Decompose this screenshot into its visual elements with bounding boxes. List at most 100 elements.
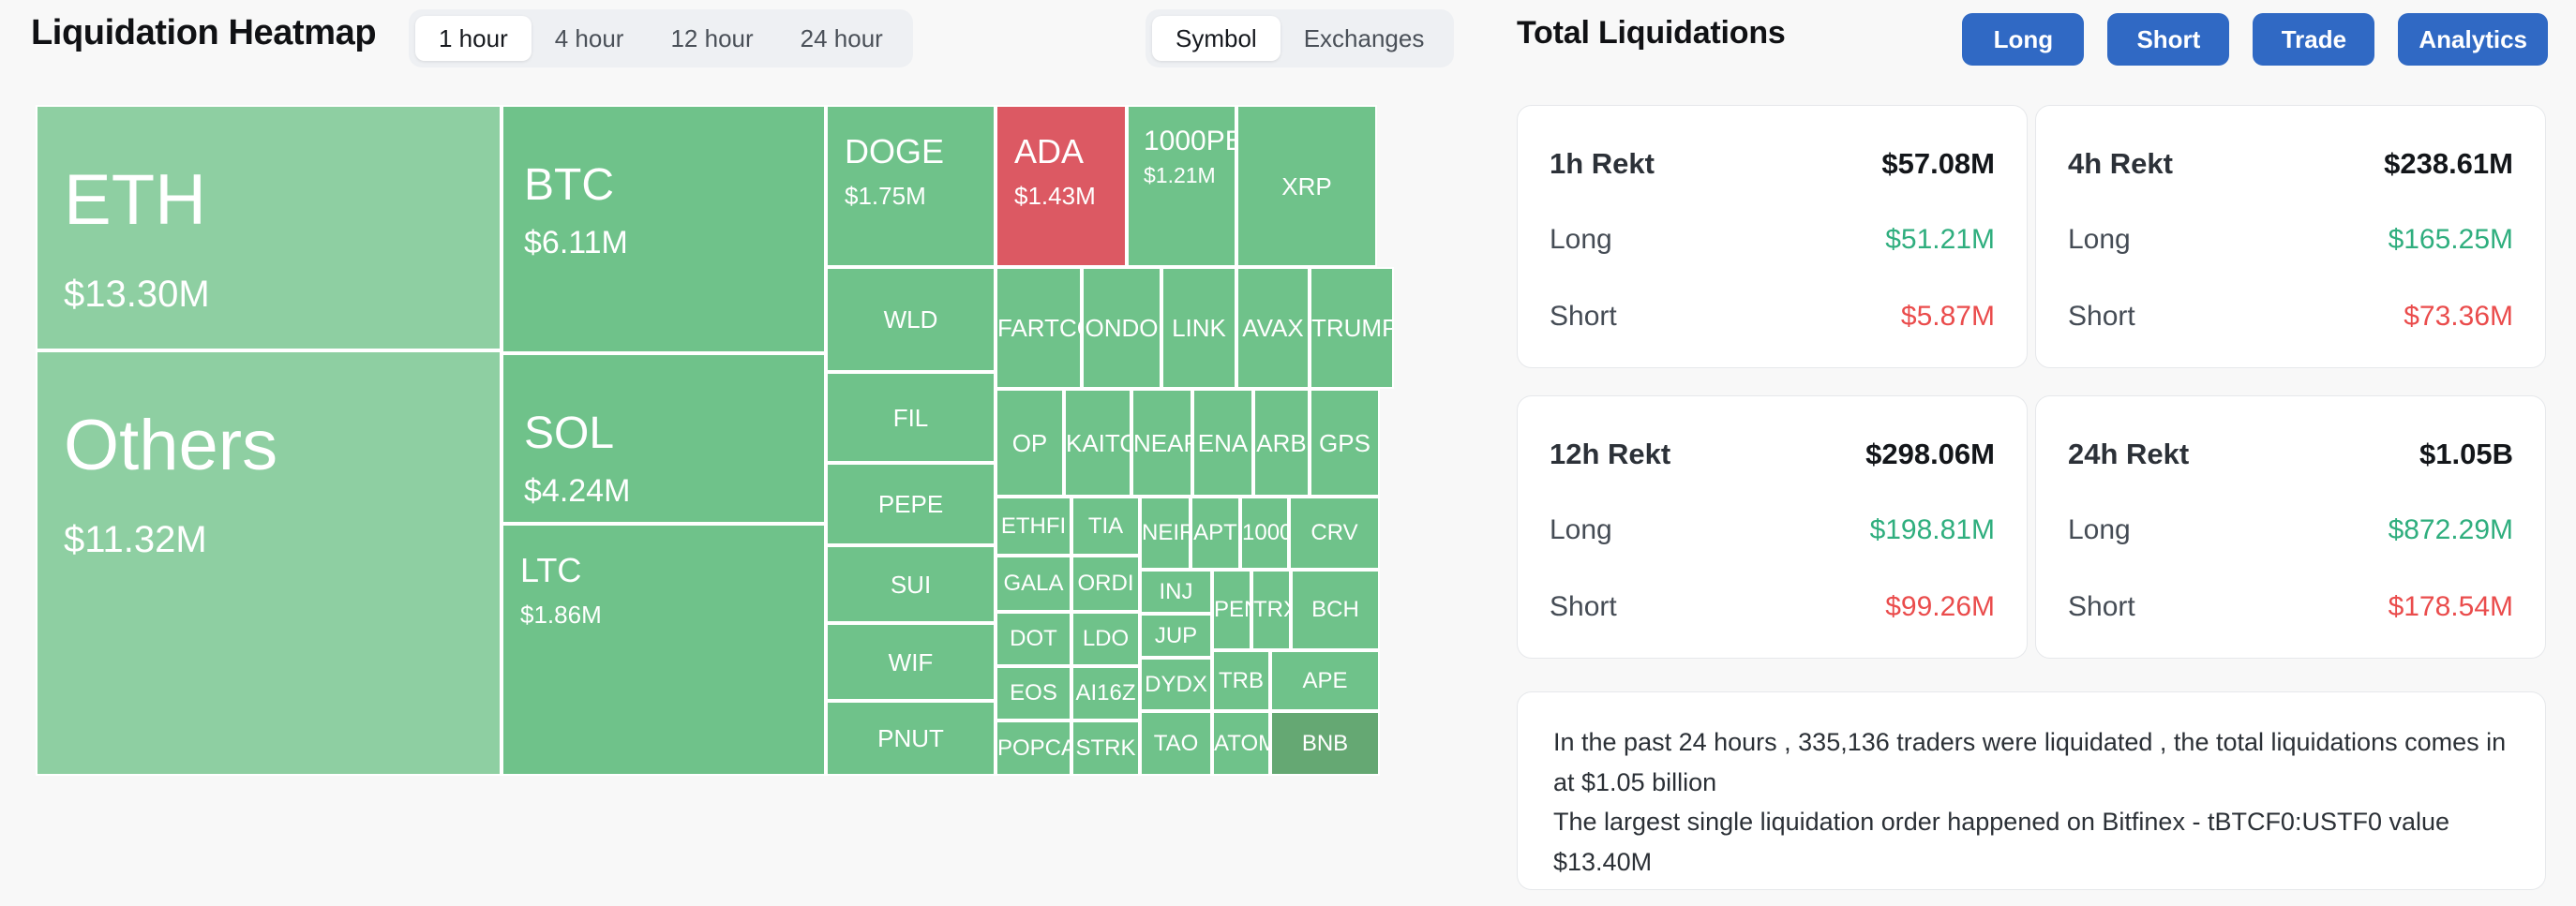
stat-1h-total: $57.08M — [1881, 147, 1995, 180]
treemap-cell-popcat[interactable]: POPCAT — [996, 720, 1071, 776]
treemap-cell-avax[interactable]: AVAX — [1236, 267, 1310, 389]
treemap-cell-ordi[interactable]: ORDI — [1071, 556, 1140, 612]
treemap-cell-wif[interactable]: WIF — [826, 623, 996, 701]
stat-24h-long-label: Long — [2068, 514, 2131, 545]
treemap-cell-atom[interactable]: ATOM — [1212, 711, 1270, 776]
treemap-cell-dot[interactable]: DOT — [996, 612, 1071, 666]
treemap-cell-tia[interactable]: TIA — [1071, 497, 1140, 556]
treemap-cell-gala[interactable]: GALA — [996, 556, 1071, 612]
treemap-cell-pepe[interactable]: PEPE — [826, 463, 996, 545]
treemap-cell-fartcoin[interactable]: FARTCOIN — [996, 267, 1082, 389]
treemap-cell-inj[interactable]: INJ — [1140, 570, 1212, 614]
treemap-cell-symbol: ADA — [1014, 132, 1085, 171]
treemap-cell-symbol: FIL — [892, 403, 929, 432]
treemap-cell-bnb[interactable]: BNB — [1270, 711, 1380, 776]
timeframe-option-4-hour[interactable]: 4 hour — [532, 16, 648, 61]
treemap-cell-ondo[interactable]: ONDO — [1082, 267, 1161, 389]
treemap-cell-eth[interactable]: ETH$13.30M — [36, 105, 502, 350]
treemap-cell-symbol: TIA — [1087, 512, 1124, 539]
treemap-cell-ena[interactable]: ENA — [1192, 389, 1253, 497]
treemap-cell-dydx[interactable]: DYDX — [1140, 658, 1212, 711]
stat-4h-label-row: 4h Rekt $238.61M — [2068, 147, 2513, 181]
treemap-cell-value: $1.86M — [520, 601, 602, 629]
treemap-cell-ldo[interactable]: LDO — [1071, 612, 1140, 666]
treemap-cell-symbol: LTC — [520, 551, 582, 589]
treemap-cell-value: $1.43M — [1014, 182, 1096, 210]
treemap-cell-symbol: STRK — [1075, 735, 1136, 761]
stat-12h-short-label: Short — [1550, 591, 1617, 622]
treemap-cell-op[interactable]: OP — [996, 389, 1064, 497]
stat-4h-total: $238.61M — [2384, 147, 2513, 180]
stat-12h-long-label-row: Long$198.81M — [1550, 514, 1995, 546]
long-button[interactable]: Long — [1962, 13, 2085, 66]
treemap-cell-others[interactable]: Others$11.32M — [36, 350, 502, 776]
treemap-cell-symbol: ETH — [64, 160, 206, 240]
treemap-cell-ltc[interactable]: LTC $1.86M — [502, 524, 826, 776]
stat-24h-label: 24h Rekt — [2068, 438, 2190, 470]
treemap-cell-sui[interactable]: SUI — [826, 545, 996, 623]
treemap-cell-doge[interactable]: DOGE$1.75M — [826, 105, 996, 267]
treemap-cell-jup[interactable]: JUP — [1140, 614, 1212, 658]
treemap-cell-sol[interactable]: SOL$4.24M — [502, 353, 826, 524]
treemap-cell-ada[interactable]: ADA $1.43M — [996, 105, 1127, 267]
treemap-cell-btc[interactable]: BTC$6.11M — [502, 105, 826, 353]
stat-1h-short-value: $5.87M — [1900, 301, 1995, 332]
treemap-cell-wld[interactable]: WLD — [826, 267, 996, 372]
treemap-cell-pnut[interactable]: PNUT — [826, 701, 996, 776]
treemap-cell-kaito[interactable]: KAITO — [1064, 389, 1131, 497]
treemap-cell-eos[interactable]: EOS — [996, 666, 1071, 720]
stat-1h-long-value: $51.21M — [1885, 224, 1995, 255]
treemap-cell-xrp[interactable]: XRP — [1236, 105, 1377, 267]
treemap-cell-arb[interactable]: ARB — [1253, 389, 1310, 497]
treemap-cell-symbol: AVAX — [1242, 314, 1304, 342]
treemap-cell-ethfi[interactable]: ETHFI — [996, 497, 1071, 556]
treemap-cell-trb[interactable]: TRB — [1212, 650, 1270, 711]
treemap-cell-strk[interactable]: STRK — [1071, 720, 1140, 776]
treemap-cell-gps[interactable]: GPS — [1310, 389, 1380, 497]
stat-4h-label: 4h Rekt — [2068, 147, 2173, 180]
stat-4h-long-label: Long — [2068, 224, 2131, 255]
page-title: Liquidation Heatmap — [31, 13, 377, 52]
trade-button[interactable]: Trade — [2253, 13, 2375, 66]
grouping-option-exchanges[interactable]: Exchanges — [1281, 16, 1448, 61]
treemap-cell-trump[interactable]: TRUMP — [1310, 267, 1394, 389]
treemap-cell-symbol: WIF — [888, 647, 934, 676]
treemap-cell-symbol: CRV — [1310, 520, 1358, 545]
grouping-option-symbol[interactable]: Symbol — [1152, 16, 1281, 61]
stat-24h-short-label-row: Short$178.54M — [2068, 591, 2513, 623]
treemap-cell-symbol: SUI — [890, 570, 932, 599]
timeframe-option-12-hour[interactable]: 12 hour — [647, 16, 776, 61]
stat-24h-long-label-row: Long$872.29M — [2068, 514, 2513, 546]
treemap-cell-1000pepe[interactable]: 1000PEPE$1.21M — [1127, 105, 1236, 267]
treemap-cell-ai16z[interactable]: AI16Z — [1071, 666, 1140, 720]
treemap-cell-fil[interactable]: FIL — [826, 372, 996, 463]
total-liquidations-title: Total Liquidations — [1517, 15, 1786, 51]
treemap-cell-trx[interactable]: TRX — [1251, 570, 1291, 650]
treemap-cell-tao[interactable]: TAO — [1140, 711, 1212, 776]
short-button[interactable]: Short — [2107, 13, 2230, 66]
treemap-cell-link[interactable]: LINK — [1161, 267, 1236, 389]
treemap-cell-symbol: XRP — [1281, 171, 1332, 201]
treemap-cell-crv[interactable]: CRV — [1289, 497, 1380, 570]
timeframe-option-24-hour[interactable]: 24 hour — [777, 16, 906, 61]
stat-24h-total: $1.05B — [2419, 438, 2513, 470]
treemap-cell-symbol: LDO — [1082, 626, 1130, 651]
treemap-cell-1000bonk[interactable]: 1000BONK — [1240, 497, 1289, 570]
treemap-cell-ape[interactable]: APE — [1270, 650, 1380, 711]
treemap-cell-symbol: GALA — [1003, 571, 1064, 596]
summary-line-1: In the past 24 hours , 335,136 traders w… — [1553, 728, 2507, 796]
analytics-button[interactable]: Analytics — [2398, 13, 2548, 66]
timeframe-option-1-hour[interactable]: 1 hour — [415, 16, 532, 61]
treemap-cell-symbol: APT — [1193, 520, 1237, 545]
treemap-cell-neiro[interactable]: NEIRO — [1140, 497, 1191, 570]
treemap-cell-pengu[interactable]: PENGU — [1212, 570, 1251, 650]
treemap-cell-near[interactable]: NEAR — [1131, 389, 1192, 497]
treemap-cell-bch[interactable]: BCH — [1291, 570, 1380, 650]
treemap-cell-apt[interactable]: APT — [1191, 497, 1240, 570]
treemap-cell-symbol: TRB — [1219, 667, 1264, 693]
